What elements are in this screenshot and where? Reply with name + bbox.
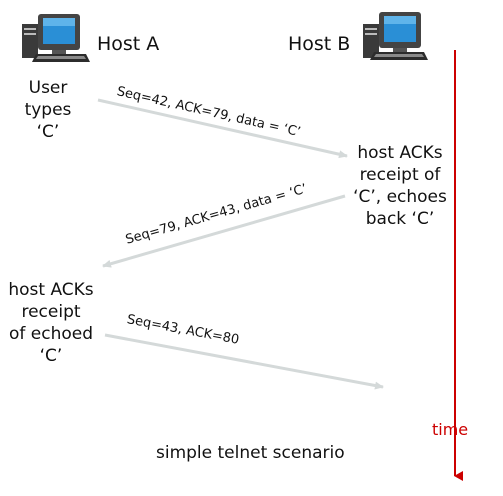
host-b-computer-icon (363, 12, 428, 60)
note-line: host ACKs (8, 280, 94, 300)
note-line: receipt (21, 302, 81, 322)
note-line: ‘C’ (36, 122, 60, 142)
note-line: back ‘C’ (365, 209, 435, 229)
time-axis-label: time (432, 420, 469, 439)
user-types-note: User types ‘C’ (10, 77, 86, 143)
note-line: types (24, 100, 72, 120)
host-b-ack-note: host ACKs receipt of ‘C’, echoes back ‘C… (345, 142, 455, 230)
host-a-computer-icon (22, 14, 90, 62)
note-line: receipt of (359, 165, 441, 185)
note-line: host ACKs (357, 143, 443, 163)
diagram-caption: simple telnet scenario (156, 443, 345, 463)
note-line: of echoed (8, 324, 94, 344)
host-b-label: Host B (288, 33, 351, 55)
message-arrow-3 (104, 333, 384, 390)
message-arrow-1 (97, 98, 348, 159)
note-line: ‘C’ (39, 346, 63, 366)
host-a-ack-note: host ACKs receipt of echoed ‘C’ (0, 279, 102, 367)
note-line: ‘C’, echoes (353, 187, 447, 207)
note-line: User (28, 78, 68, 98)
host-a-label: Host A (97, 33, 160, 55)
message-arrow-2 (102, 194, 346, 268)
